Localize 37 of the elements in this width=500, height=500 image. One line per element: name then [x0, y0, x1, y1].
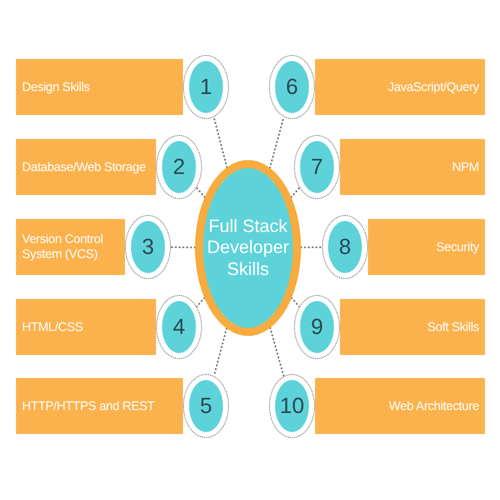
skill-label: Security	[436, 240, 479, 254]
number-label: 4	[172, 316, 186, 338]
connector-line	[300, 246, 323, 248]
skill-label: Soft Skills	[427, 320, 479, 334]
skill-bar	[16, 378, 183, 434]
skill-bar	[340, 299, 485, 355]
skill-label: HTML/CSS	[22, 320, 83, 334]
skill-bar	[16, 59, 183, 115]
skill-bar	[16, 219, 125, 275]
skill-label: NPM	[452, 160, 479, 174]
number-label: 3	[142, 236, 154, 258]
connector-line	[170, 246, 196, 248]
number-label: 6	[286, 76, 298, 98]
number-label: 10	[280, 395, 304, 417]
skill-bar	[16, 299, 156, 355]
connector-line	[290, 297, 300, 308]
number-label: 2	[172, 156, 186, 178]
hub-title: Full Stack Developer Skills	[206, 216, 290, 280]
skill-bar	[368, 219, 485, 275]
skill-bar	[16, 139, 156, 195]
number-label: 9	[310, 316, 324, 338]
number-label: 8	[338, 236, 352, 258]
skill-label: HTTP/HTTPS and REST	[22, 398, 155, 414]
skill-bar	[315, 59, 485, 115]
skill-label: Design Skills	[22, 80, 90, 94]
connector-line	[196, 297, 206, 308]
number-label: 5	[200, 395, 212, 417]
connector-line	[290, 186, 300, 198]
skill-bar	[340, 139, 485, 195]
connector-line	[196, 186, 206, 198]
skill-label: JavaScript/Query	[388, 80, 479, 94]
skill-label: Version Control System (VCS)	[22, 232, 104, 262]
skill-bar	[315, 378, 485, 434]
skill-label: Web Architecture	[388, 398, 479, 414]
number-label: 7	[310, 156, 324, 178]
number-label: 1	[200, 76, 212, 98]
skill-label: Database/Web Storage	[22, 160, 146, 174]
